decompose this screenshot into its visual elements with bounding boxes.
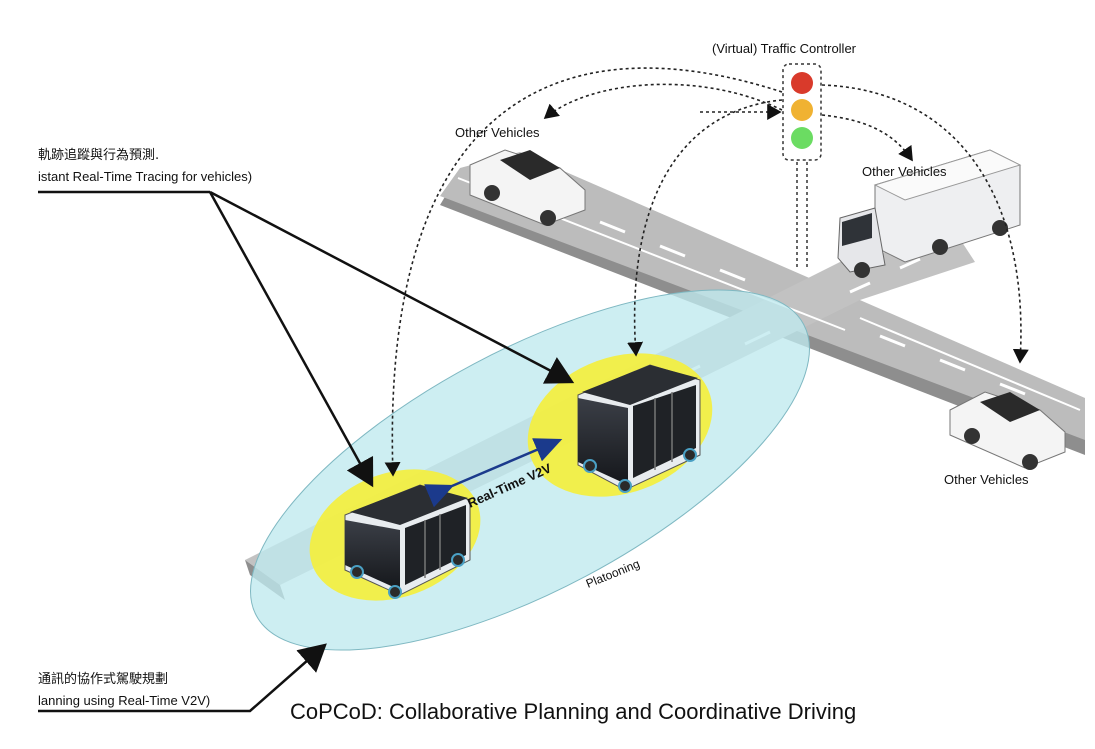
autonomous-pod-rear bbox=[344, 484, 471, 599]
truck bbox=[837, 149, 1022, 278]
autonomous-pod-front bbox=[577, 364, 701, 493]
annotation-top-line1: 軌跡追蹤與行為預測. bbox=[38, 147, 159, 163]
annotation-arrows bbox=[38, 190, 575, 713]
diagram-title: CoPCoD: Collaborative Planning and Coord… bbox=[290, 699, 856, 724]
light-amber bbox=[791, 99, 813, 121]
communication-arrows bbox=[384, 67, 1029, 477]
link-controller-pod-rear bbox=[384, 67, 783, 477]
link-controller-car-topleft bbox=[543, 83, 783, 120]
annotation-bottom-line2: lanning using Real-Time V2V) bbox=[38, 693, 210, 708]
link-controller-pod-front bbox=[627, 99, 783, 357]
light-red bbox=[791, 72, 813, 94]
link-controller-car-bottomright bbox=[821, 84, 1029, 364]
other-vehicles-label-1: Other Vehicles bbox=[455, 125, 540, 140]
other-vehicles-label-3: Other Vehicles bbox=[944, 472, 1029, 487]
v2v-arrow bbox=[424, 438, 563, 508]
arrow-to-pod-front bbox=[209, 190, 575, 384]
traffic-light-frame bbox=[782, 63, 822, 161]
annotation-bottom-bracket bbox=[38, 643, 327, 713]
car-top-left bbox=[469, 149, 586, 226]
annotation-top-line2: istant Real-Time Tracing for vehicles) bbox=[38, 169, 252, 184]
traffic-controller-label: (Virtual) Traffic Controller bbox=[712, 41, 857, 56]
arrow-to-pod-rear bbox=[208, 191, 374, 488]
annotation-bottom-line1: 通訊的協作式駕駛規劃 bbox=[38, 671, 168, 687]
other-vehicles-label-2: Other Vehicles bbox=[862, 164, 947, 179]
traffic-light-pole bbox=[796, 162, 808, 270]
light-green bbox=[791, 127, 813, 149]
link-controller-truck bbox=[821, 114, 913, 162]
car-bottom-right bbox=[949, 391, 1066, 470]
traffic-light bbox=[782, 63, 822, 270]
